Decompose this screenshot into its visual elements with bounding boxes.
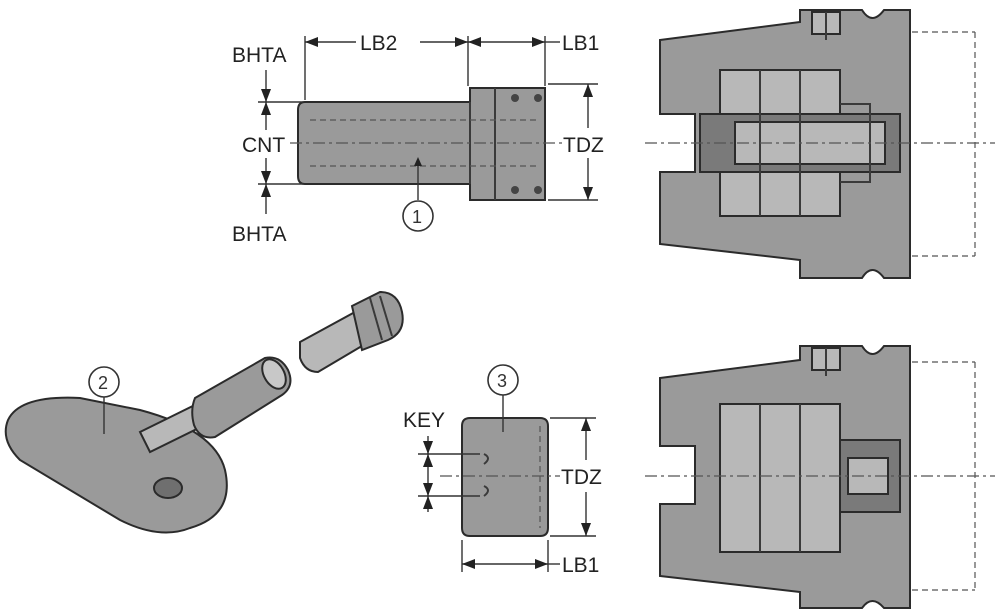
tdz-top-label: TDZ (563, 134, 604, 157)
tdz-bottom-label: TDZ (561, 466, 602, 489)
coolant-tube-drawing (258, 36, 598, 214)
plug-drawing (418, 417, 596, 572)
key-label: KEY (403, 409, 445, 432)
wrench-illustration (4, 290, 404, 534)
callout-3: 3 (487, 364, 519, 432)
lb2-label: LB2 (360, 32, 397, 55)
callout-3-number: 3 (497, 371, 507, 391)
holder-section-top (645, 9, 995, 279)
callout-2-number: 2 (98, 373, 108, 393)
cnt-label: CNT (242, 134, 285, 157)
callout-2: 2 (88, 366, 120, 434)
bhta-bottom-label: BHTA (232, 223, 286, 246)
lb1-bottom-label: LB1 (562, 554, 599, 577)
callout-1: 1 (402, 200, 434, 232)
holder-section-bottom (645, 345, 995, 609)
lb1-top-label: LB1 (562, 32, 599, 55)
bhta-top-label: BHTA (232, 44, 286, 67)
callout-1-number: 1 (412, 207, 422, 227)
